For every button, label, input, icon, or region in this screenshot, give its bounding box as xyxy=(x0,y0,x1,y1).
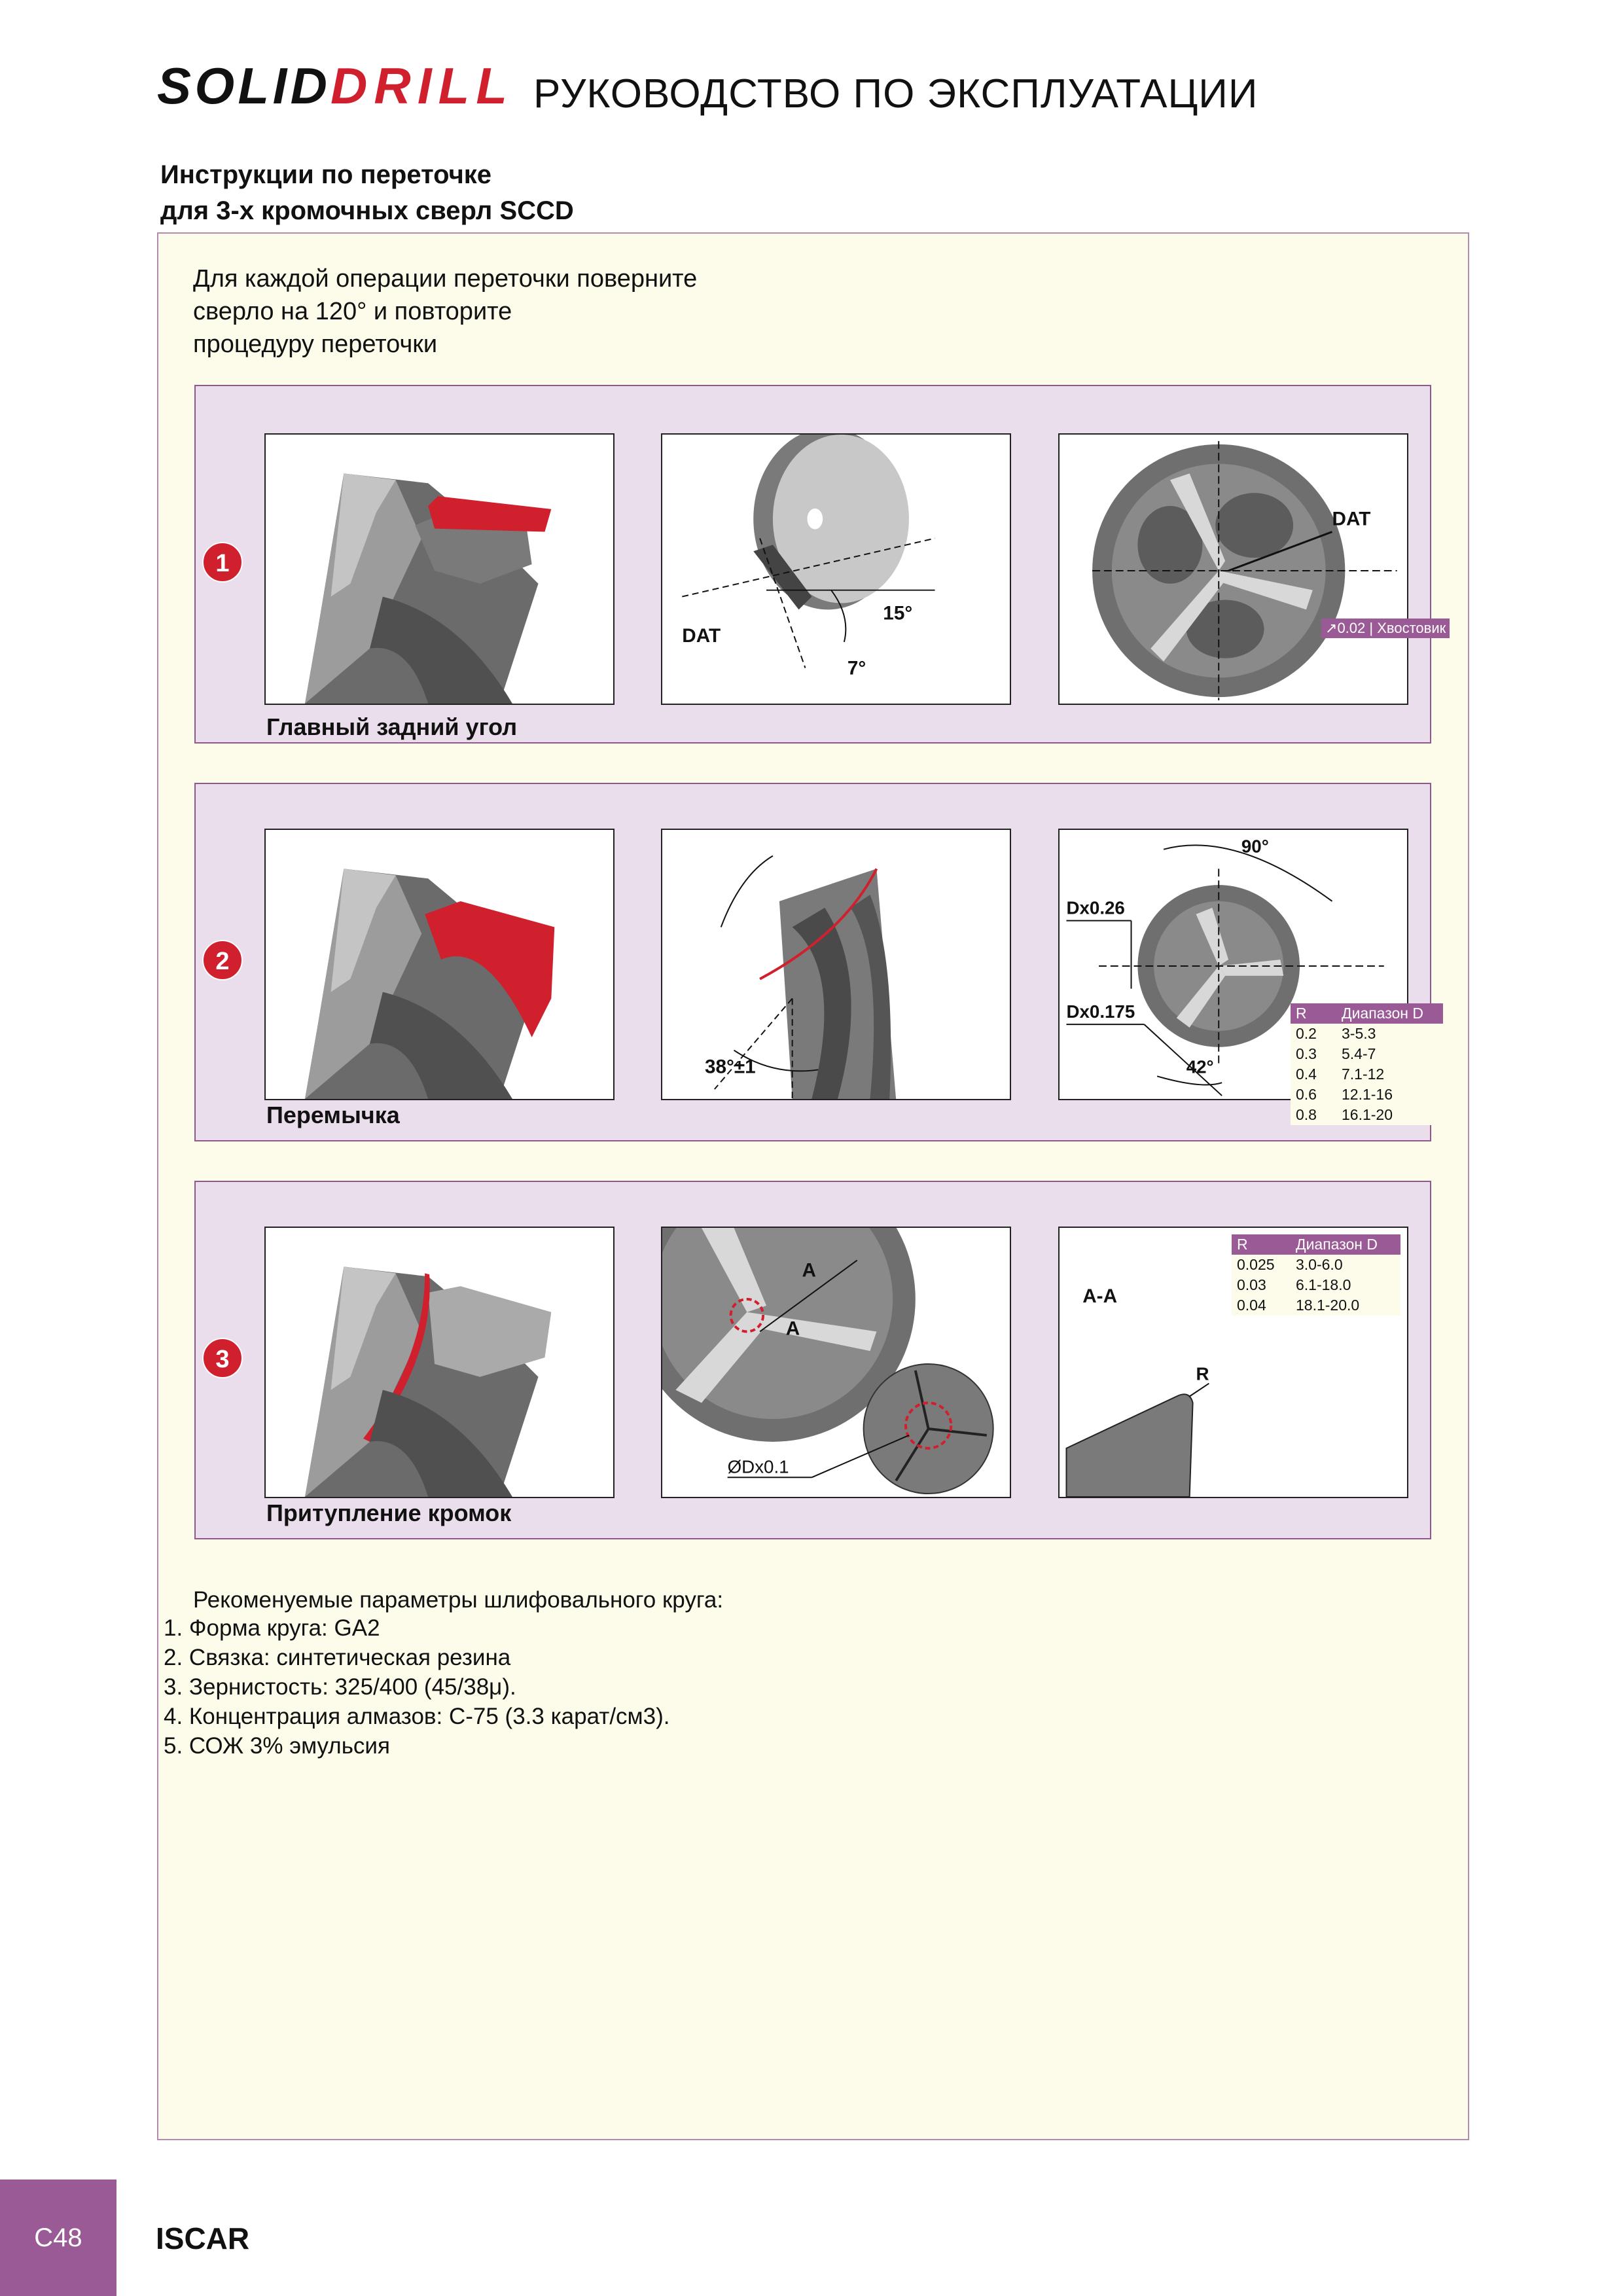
step-2-panel: 2 38°±1 xyxy=(194,783,1443,1141)
step-1-badge: 1 xyxy=(202,542,243,583)
svg-text:15°: 15° xyxy=(883,602,912,624)
step-3-badge: 3 xyxy=(202,1338,243,1378)
svg-text:42°: 42° xyxy=(1186,1056,1214,1077)
step-1-drill-tip-figure xyxy=(264,433,615,705)
intro-line2: сверло на 120° и повторите xyxy=(193,298,512,325)
svg-text:R: R xyxy=(1196,1364,1209,1384)
svg-text:Dx0.175: Dx0.175 xyxy=(1066,1001,1135,1022)
section-heading-line2: для 3-х кромочных сверл SCCD xyxy=(160,196,574,225)
params-title: Рекоменуемые параметры шлифовального кру… xyxy=(193,1587,724,1613)
svg-text:DAT: DAT xyxy=(682,625,721,647)
step-2-drill-side-figure: 38°±1 xyxy=(661,829,1011,1100)
step-2-label: Перемычка xyxy=(266,1102,400,1128)
svg-text:DRILL: DRILL xyxy=(330,58,507,115)
step-1-panel: 1 DAT 15° 7° xyxy=(194,385,1450,744)
step-2-drill-end-view-figure: 90° Dx0.26 Dx0.175 42° xyxy=(1058,829,1408,1100)
svg-text:DAT: DAT xyxy=(1332,509,1371,530)
step-1-drill-end-view-figure: DAT xyxy=(1058,433,1408,705)
step-1-label: Главный задний угол xyxy=(266,713,518,740)
svg-text:A: A xyxy=(802,1259,816,1281)
step-3-panel: 3 A A ØDx0.1 xyxy=(194,1181,1431,1539)
step-1-grinding-wheel-figure: DAT 15° 7° xyxy=(661,433,1011,705)
svg-text:Dx0.26: Dx0.26 xyxy=(1066,898,1124,918)
list-item: 3. Зернистость: 325/400 (45/38μ). xyxy=(164,1674,516,1700)
document-title: РУКОВОДСТВО ПО ЭКСПЛУАТАЦИИ xyxy=(533,71,1258,117)
svg-text:SOLID: SOLID xyxy=(157,58,327,115)
list-item: 1. Форма круга: GA2 xyxy=(164,1615,380,1641)
svg-text:90°: 90° xyxy=(1241,836,1269,857)
runout-icon: ↗ xyxy=(1325,620,1338,636)
list-item: 5. СОЖ 3% эмульсия xyxy=(164,1733,390,1759)
list-item: 2. Связка: синтетическая резина xyxy=(164,1645,511,1670)
solid-drill-logo: SOLID DRILL xyxy=(157,58,507,115)
step-2-drill-tip-figure xyxy=(264,829,615,1100)
list-item: 4. Концентрация алмазов: С-75 (3.3 карат… xyxy=(164,1704,670,1729)
svg-text:ØDx0.1: ØDx0.1 xyxy=(728,1456,789,1477)
intro-line3: процедуру переточки xyxy=(193,331,438,358)
step-3-label: Притупление кромок xyxy=(266,1499,512,1526)
svg-text:A: A xyxy=(786,1318,800,1339)
svg-text:7°: 7° xyxy=(847,657,866,679)
svg-text:38°±1: 38°±1 xyxy=(705,1056,756,1077)
intro-line1: Для каждой операции переточки поверните xyxy=(193,265,698,293)
brand-name: ISCAR xyxy=(156,2221,250,2255)
section-heading-line1: Инструкции по переточке xyxy=(160,160,492,189)
step-3-drill-detail-figure: A A ØDx0.1 xyxy=(661,1227,1011,1498)
step-3-drill-tip-figure xyxy=(264,1227,615,1498)
step-1-tolerance-badge: ↗0.02 | Хвостовик xyxy=(1321,619,1450,638)
page-number: C48 xyxy=(0,2179,116,2296)
params-list: 1. Форма круга: GA2 2. Связка: синтетиче… xyxy=(164,1613,669,1761)
svg-text:A-A: A-A xyxy=(1082,1285,1117,1307)
step-2-badge: 2 xyxy=(202,940,243,980)
